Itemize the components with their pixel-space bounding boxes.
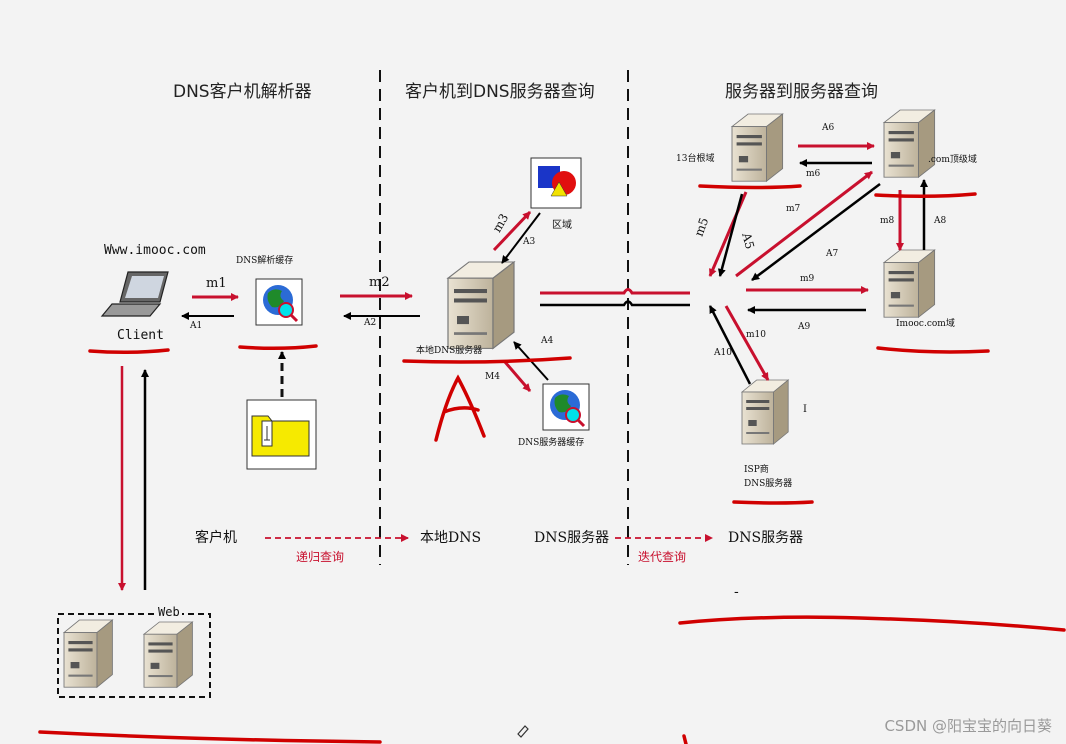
link-local-to-iterative-red [540, 288, 690, 295]
arrow-A3 [501, 212, 541, 264]
web-server-1-icon [63, 619, 113, 688]
resolver-cache-label: DNS解析缓存 [236, 256, 294, 266]
isp-marker: I [803, 404, 807, 415]
edge-label-M4: M4 [485, 372, 500, 382]
arrow-m3 [492, 210, 532, 252]
handdrawn-underlines [38, 184, 1066, 744]
legend-client: 客户机 [195, 530, 237, 546]
edge-label-m9: m9 [800, 274, 815, 284]
legend-dns-server-right: DNS服务器 [728, 530, 804, 546]
edge-label-A4: A4 [541, 336, 554, 346]
zone-icon [530, 157, 582, 209]
dash-mark: - [734, 584, 739, 600]
edge-label-A7: A7 [826, 249, 839, 259]
client-label: Client [117, 328, 164, 343]
web-group-box [57, 613, 211, 698]
zone-label: 区域 [552, 220, 572, 231]
edge-label-m6: m6 [806, 169, 821, 179]
com-tld-server-icon [883, 109, 936, 178]
arrow-M4 [503, 361, 532, 392]
section-title-resolver: DNS客户机解析器 [173, 82, 312, 102]
root-server-icon [731, 113, 784, 182]
edge-label-A10: A10 [714, 348, 732, 358]
web-label: Web [156, 605, 182, 619]
root-label: 13台根域 [676, 154, 715, 164]
imooc-server-icon [883, 249, 936, 318]
edge-label-A6: A6 [822, 123, 835, 133]
arrow-A5 [717, 193, 744, 277]
dns-server-cache-globe-icon [541, 382, 591, 432]
edge-label-m10: m10 [746, 330, 766, 340]
watermark: CSDN @阳宝宝的向日葵 [884, 717, 1052, 735]
isp-label-line2: DNS服务器 [744, 479, 793, 489]
local-dns-label: 本地DNS服务器 [416, 346, 483, 356]
pen-cursor-icon [517, 725, 529, 738]
isp-label-line1: ISP商 [744, 465, 769, 475]
edge-label-m2: m2 [369, 275, 390, 290]
edge-label-A9: A9 [798, 322, 811, 332]
edge-label-A3: A3 [523, 237, 536, 247]
arrow-A10 [708, 305, 752, 385]
arrow-A7 [751, 183, 881, 281]
url-label: Www.imooc.com [104, 243, 206, 258]
legend-iterative: 迭代查询 [638, 550, 687, 564]
arrow-m7 [735, 170, 873, 278]
legend-dns-server-left: DNS服务器 [534, 530, 610, 546]
arrow-m10 [724, 305, 770, 381]
link-local-to-iterative-black [540, 300, 690, 307]
legend-recursive: 递归查询 [296, 550, 345, 564]
edge-label-m7: m7 [786, 204, 801, 214]
folder-icon [246, 399, 317, 470]
edge-label-A8: A8 [934, 216, 947, 226]
isp-server-icon [741, 379, 789, 445]
handdrawn-letter-a-icon [434, 374, 486, 442]
edge-label-A2: A2 [364, 318, 377, 328]
legend-local-dns: 本地DNS [420, 530, 482, 546]
dns-server-cache-label: DNS服务器缓存 [518, 438, 585, 448]
edge-label-m8: m8 [880, 216, 895, 226]
local-dns-server-icon [447, 261, 515, 350]
edge-label-m1: m1 [206, 276, 227, 291]
laptop-icon [100, 271, 169, 317]
section-title-client-to-server: 客户机到DNS服务器查询 [405, 82, 595, 102]
web-server-2-icon [143, 621, 193, 688]
section-title-server-to-server: 服务器到服务器查询 [725, 82, 878, 102]
com-tld-label: .com顶级域 [928, 155, 977, 165]
resolver-cache-globe-icon [254, 277, 304, 327]
imooc-domain-label: Imooc.com域 [896, 319, 955, 329]
edge-label-A1: A1 [190, 321, 203, 331]
